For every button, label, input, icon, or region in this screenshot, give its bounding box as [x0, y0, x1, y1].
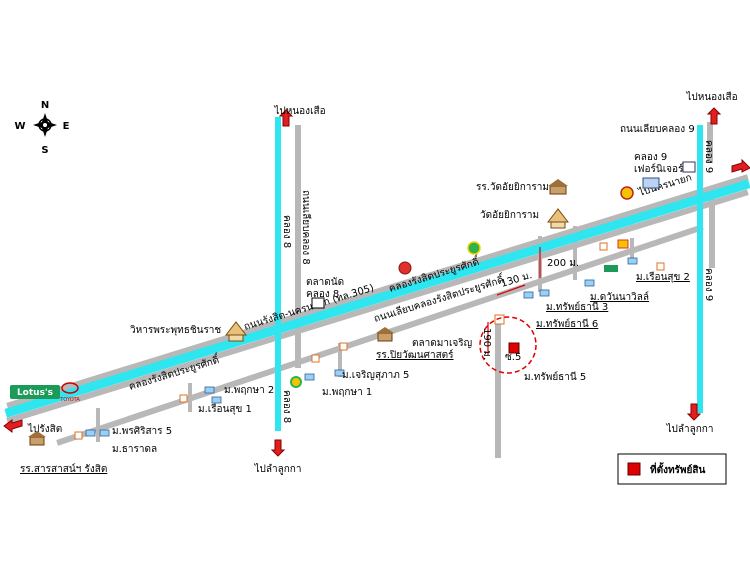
school-icon	[376, 327, 394, 342]
label-m-ruensuk1: ม.เรือนสุข 1	[198, 403, 252, 415]
compass-s: S	[41, 145, 48, 156]
canals	[4, 117, 750, 431]
rangsit-canal	[4, 179, 750, 418]
lotus-text: Lotus's	[17, 388, 53, 398]
label-school-lanluang: รร.สารสาสน์ฯ รังสิต	[20, 463, 107, 475]
seven-eleven-icons	[74, 242, 665, 440]
label-m-phornsiri5: ม.พรศิริสาร 5	[112, 426, 172, 437]
direction-arrows	[3, 107, 750, 457]
temple-icon	[546, 208, 570, 229]
label-m-tharadol: ม.ธาราดล	[112, 444, 157, 455]
distance-190: 190 ม.	[481, 328, 492, 360]
toyota-text: TOYOTA	[59, 397, 80, 403]
dir-top-left: ไปหนองเสือ	[273, 105, 325, 117]
label-m-charoensuk5: ม.เจริญสุภาภ 5	[342, 370, 409, 381]
distance-200: 200 ม.	[547, 258, 579, 269]
label-m-ruensuk2: ม.เรือนสุข 2	[636, 271, 690, 283]
label-m-sapthani3: ม.ทรัพย์ธานี 3	[546, 301, 608, 313]
compass-w: W	[14, 121, 25, 132]
house-icons	[85, 257, 638, 437]
label-wihan: วิหารพระพุทธชินราช	[130, 325, 222, 336]
arrow-south-9	[686, 403, 702, 421]
arrow-east	[731, 158, 750, 173]
legend-label: ที่ตั้งทรัพย์สิน	[650, 462, 705, 476]
klong9-road-label: ถนนเลียบคลอง 9	[620, 123, 695, 135]
legend: ที่ตั้งทรัพย์สิน	[617, 453, 727, 485]
label-m-phruksa1: ม.พฤกษา 1	[322, 387, 372, 398]
school-icon	[28, 431, 46, 446]
compass: N S E W	[14, 100, 69, 156]
arrow-north-8	[278, 109, 294, 127]
arrow-west	[3, 419, 23, 433]
klong8-canal-label-s: คลอง 8	[281, 390, 292, 423]
shop-icon	[604, 265, 618, 272]
compass-n: N	[41, 100, 49, 111]
temple-icon	[224, 321, 248, 342]
klong8-road-label: ถนนเลียบคลอง 8	[300, 190, 312, 265]
dir-left: ไปรังสิต	[27, 423, 62, 435]
school-icon	[548, 179, 568, 195]
label-m-phruksa2: ม.พฤกษา 2	[224, 385, 274, 396]
mascot-icon	[398, 261, 412, 275]
klong9-canal-label-s: คลอง 9	[703, 268, 714, 301]
label-wat: วัดอัยยิการาม	[480, 210, 539, 221]
dir-bottom-right: ไปลำลูกกา	[666, 423, 714, 435]
compass-e: E	[63, 121, 70, 132]
distance-arrows	[487, 247, 541, 355]
klong8-canal-label-n: คลอง 8	[281, 215, 292, 248]
bangchak-icon	[290, 376, 302, 388]
dir-top-right: ไปหนองเสือ	[685, 91, 737, 103]
ptt-icon	[467, 241, 481, 255]
property-radius-circle	[479, 316, 537, 374]
label-m-sapthani5: ม.ทรัพย์ธานี 5	[524, 371, 586, 383]
shell-icon	[620, 186, 634, 200]
legend-marker	[627, 462, 641, 476]
furniture-store-icon	[642, 177, 660, 189]
klong9-canal-label-n: คลอง 9	[703, 140, 714, 173]
label-school-piyawat: รร.ปิยวัฒนศาสตร์	[376, 349, 454, 361]
toyota-logo: TOYOTA	[59, 382, 80, 403]
label-talad-maharoen: ตลาดมาเจริญ	[412, 338, 472, 349]
highway-lower-edge	[6, 189, 749, 424]
lotus-logo: Lotus's	[10, 385, 60, 399]
label-soi5: ซ.5	[505, 352, 521, 363]
arrow-south-8	[270, 439, 286, 457]
dir-bottom-left: ไปลำลูกกา	[254, 463, 302, 475]
highway-upper-edge	[6, 174, 749, 409]
label-market-klong8: ตลาดนัดคลอง 8	[306, 277, 344, 300]
label-m-sapthani6: ม.ทรัพย์ธานี 6	[536, 318, 598, 330]
bangchak-icon-2	[617, 239, 629, 249]
arrow-north-9	[706, 107, 722, 125]
label-m-wannawil: ม.ดวันนาวิลล์	[590, 291, 649, 303]
market-icon	[311, 297, 325, 309]
property-marker	[508, 342, 520, 354]
label-wat-school: รร.วัดอัยยิการาม	[476, 182, 549, 193]
furniture-logo-icon	[682, 161, 696, 173]
